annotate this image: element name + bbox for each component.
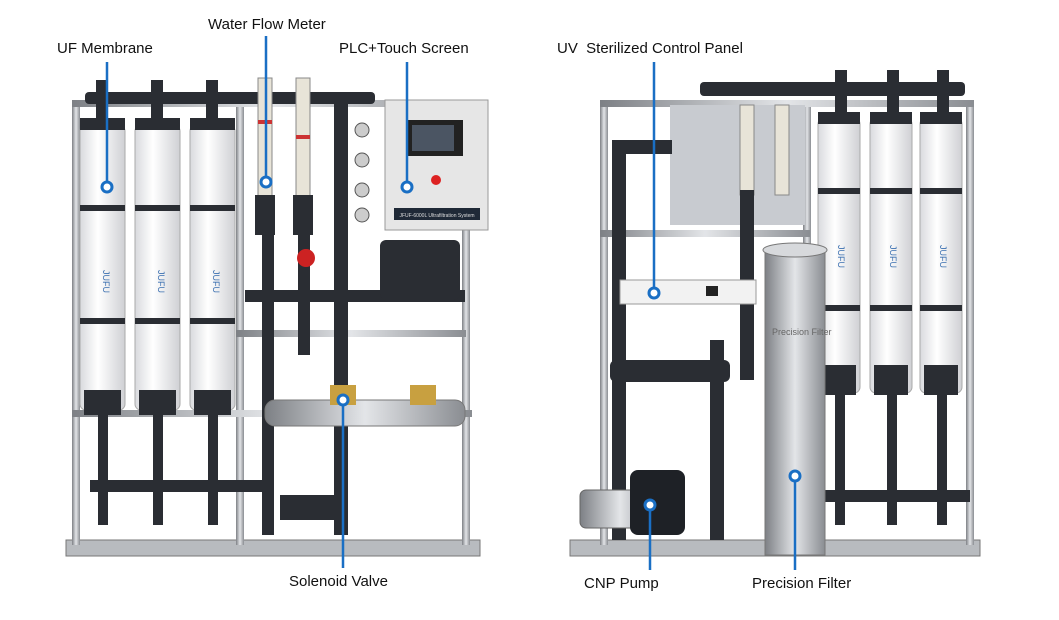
plc-control-box: JFUF-6000L Ultrafiltration System: [384, 99, 489, 231]
precision-filter: Precision Filter: [762, 242, 832, 556]
callout-dot: [400, 180, 414, 194]
callout-dot: [788, 469, 802, 483]
right-unit: JUFU JUFU JUFU Precision Filter: [569, 70, 981, 557]
label-precision-filter: Precision Filter: [752, 575, 852, 592]
svg-text:JUFU: JUFU: [836, 245, 846, 268]
svg-text:Precision Filter: Precision Filter: [772, 327, 832, 337]
callouts: [100, 36, 802, 570]
uf-membranes-left: JUFU JUFU JUFU: [79, 80, 270, 525]
label-water-flow-meter: Water Flow Meter: [208, 16, 326, 33]
uv-control-panel: [619, 279, 757, 305]
callout-dot: [100, 180, 114, 194]
svg-text:JUFU: JUFU: [211, 270, 221, 293]
nameplate-text: JFUF-6000L Ultrafiltration System: [399, 213, 474, 219]
svg-text:JUFU: JUFU: [938, 245, 948, 268]
label-solenoid-valve: Solenoid Valve: [289, 573, 388, 590]
cnp-pump: [579, 470, 685, 535]
label-uf-membrane: UF Membrane: [57, 40, 153, 57]
callout-dot: [259, 175, 273, 189]
label-uv-control-panel: UV Sterilized Control Panel: [557, 40, 743, 57]
svg-text:JUFU: JUFU: [888, 245, 898, 268]
callout-dot: [643, 498, 657, 512]
callout-dot: [336, 393, 350, 407]
svg-text:JUFU: JUFU: [101, 270, 111, 293]
callout-dot: [647, 286, 661, 300]
uf-membranes-right: JUFU JUFU JUFU: [817, 70, 970, 525]
svg-text:JUFU: JUFU: [156, 270, 166, 293]
label-cnp-pump: CNP Pump: [584, 575, 659, 592]
left-unit: JUFU JUFU JUFU: [65, 77, 489, 557]
label-plc-touch-screen: PLC+Touch Screen: [339, 40, 469, 57]
